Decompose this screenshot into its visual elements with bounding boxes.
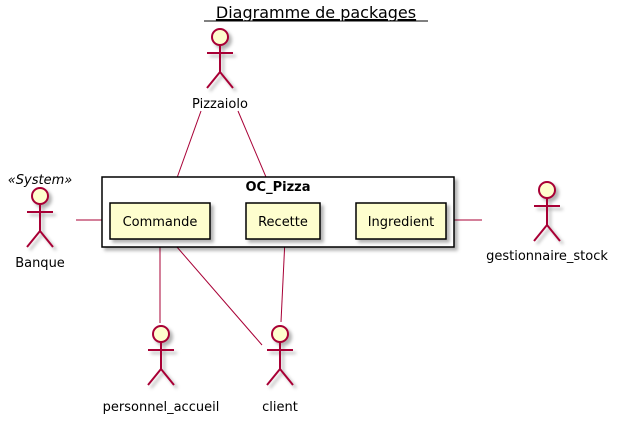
actor-label: Banque bbox=[15, 256, 65, 271]
actor-label: personnel_accueil bbox=[103, 400, 220, 415]
actor-gestionnaire-stock[interactable]: gestionnaire_stock bbox=[486, 181, 608, 264]
component-recette[interactable]: Recette bbox=[245, 202, 321, 240]
component-label: Commande bbox=[123, 215, 198, 230]
actor-personnel-accueil[interactable]: personnel_accueil bbox=[103, 325, 220, 415]
actor-icon bbox=[147, 325, 175, 386]
component-box bbox=[245, 202, 321, 240]
actor-client[interactable]: client bbox=[262, 325, 298, 415]
component-label: Recette bbox=[258, 215, 308, 230]
actor-pizzaiolo[interactable]: Pizzaiolo bbox=[192, 28, 248, 112]
component-label: Ingredient bbox=[368, 215, 435, 230]
actor-stereotype: «System» bbox=[8, 173, 73, 188]
actors-layer: Pizzaiolo «System» Banque gestionnaire_stoc… bbox=[8, 28, 608, 415]
diagram-title: Diagramme de packages bbox=[216, 3, 416, 22]
actor-icon bbox=[266, 325, 294, 386]
actor-banque[interactable]: «System» Banque bbox=[8, 173, 73, 271]
actor-icon bbox=[26, 187, 54, 248]
link-recette-client bbox=[280, 238, 286, 323]
component-commande[interactable]: Commande bbox=[109, 202, 211, 240]
actor-icon bbox=[206, 28, 234, 89]
actor-icon bbox=[533, 181, 561, 242]
component-box bbox=[109, 202, 211, 240]
component-box bbox=[355, 202, 447, 240]
actor-label: client bbox=[262, 400, 298, 415]
actor-label: Pizzaiolo bbox=[192, 97, 248, 112]
link-commande-client bbox=[169, 238, 263, 346]
component-ingredient[interactable]: Ingredient bbox=[355, 202, 447, 240]
actor-label: gestionnaire_stock bbox=[486, 249, 608, 264]
package-name: OC_Pizza bbox=[246, 180, 311, 195]
